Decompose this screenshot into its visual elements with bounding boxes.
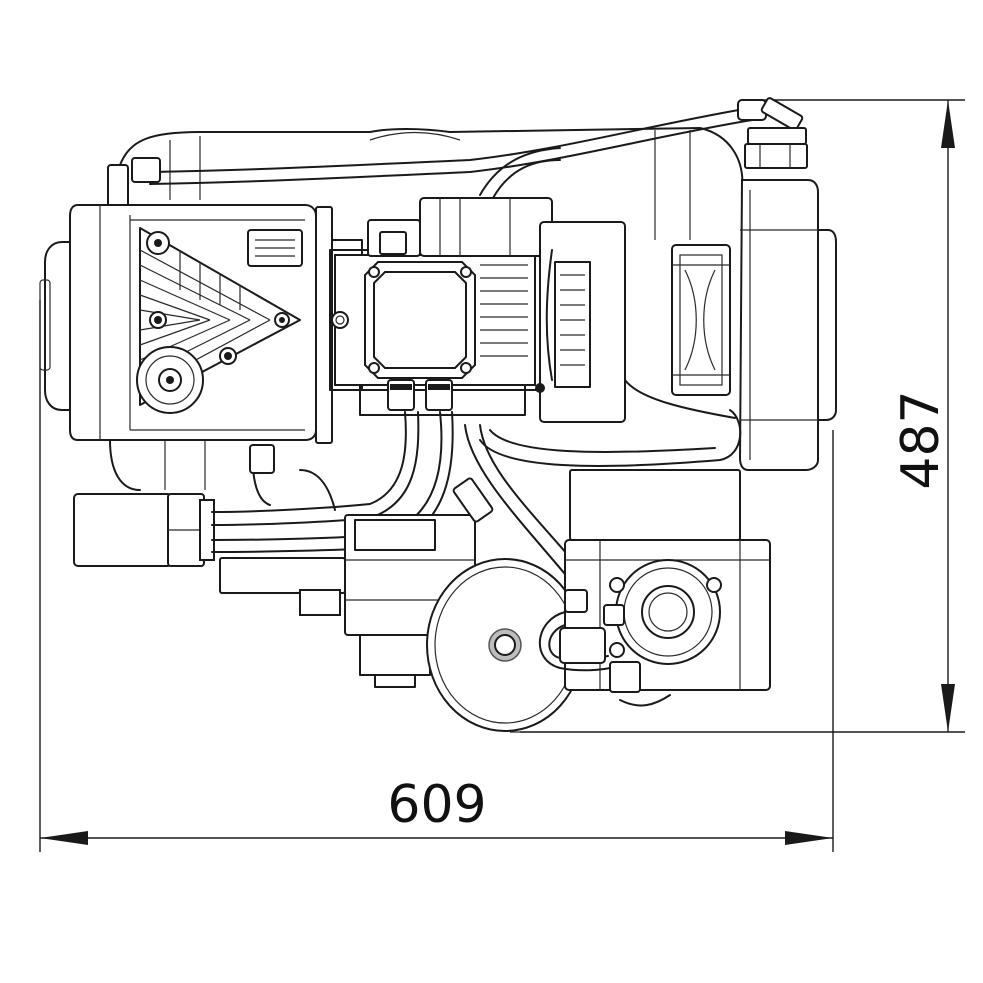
- dimension-height: 487: [520, 99, 965, 733]
- arrow-top: [941, 100, 955, 148]
- bottom-fitting: [538, 589, 671, 707]
- diagonal-hose: [464, 424, 571, 581]
- compressor-assembly: [39, 97, 837, 733]
- lower-tank: [564, 469, 771, 691]
- top-right-fitting: [737, 97, 808, 169]
- right-end-cap: [738, 179, 837, 471]
- upper-housing-outline: [119, 127, 744, 191]
- left-cylinder-head: [39, 204, 363, 444]
- lower-body-curve: [109, 439, 141, 491]
- arrow-bottom: [941, 684, 955, 732]
- dimension-width: 609: [39, 300, 834, 852]
- tube-a: [211, 411, 407, 513]
- cover-plate: [364, 261, 476, 379]
- top-hose-upper: [149, 107, 751, 173]
- arrow-left: [40, 831, 88, 845]
- fan-grille: [671, 244, 731, 396]
- top-hose-lower: [149, 119, 753, 185]
- width-dimension-label: 609: [387, 775, 486, 835]
- top-boss: [369, 131, 461, 141]
- pressure-switch: [73, 493, 215, 567]
- arrow-right: [785, 831, 833, 845]
- control-box: [535, 221, 626, 423]
- motor-housing: [329, 197, 553, 416]
- hose-branch-2: [492, 159, 561, 199]
- right-hose-loop: [479, 409, 742, 467]
- height-dimension-label: 487: [891, 390, 951, 489]
- hose-branch: [479, 147, 561, 196]
